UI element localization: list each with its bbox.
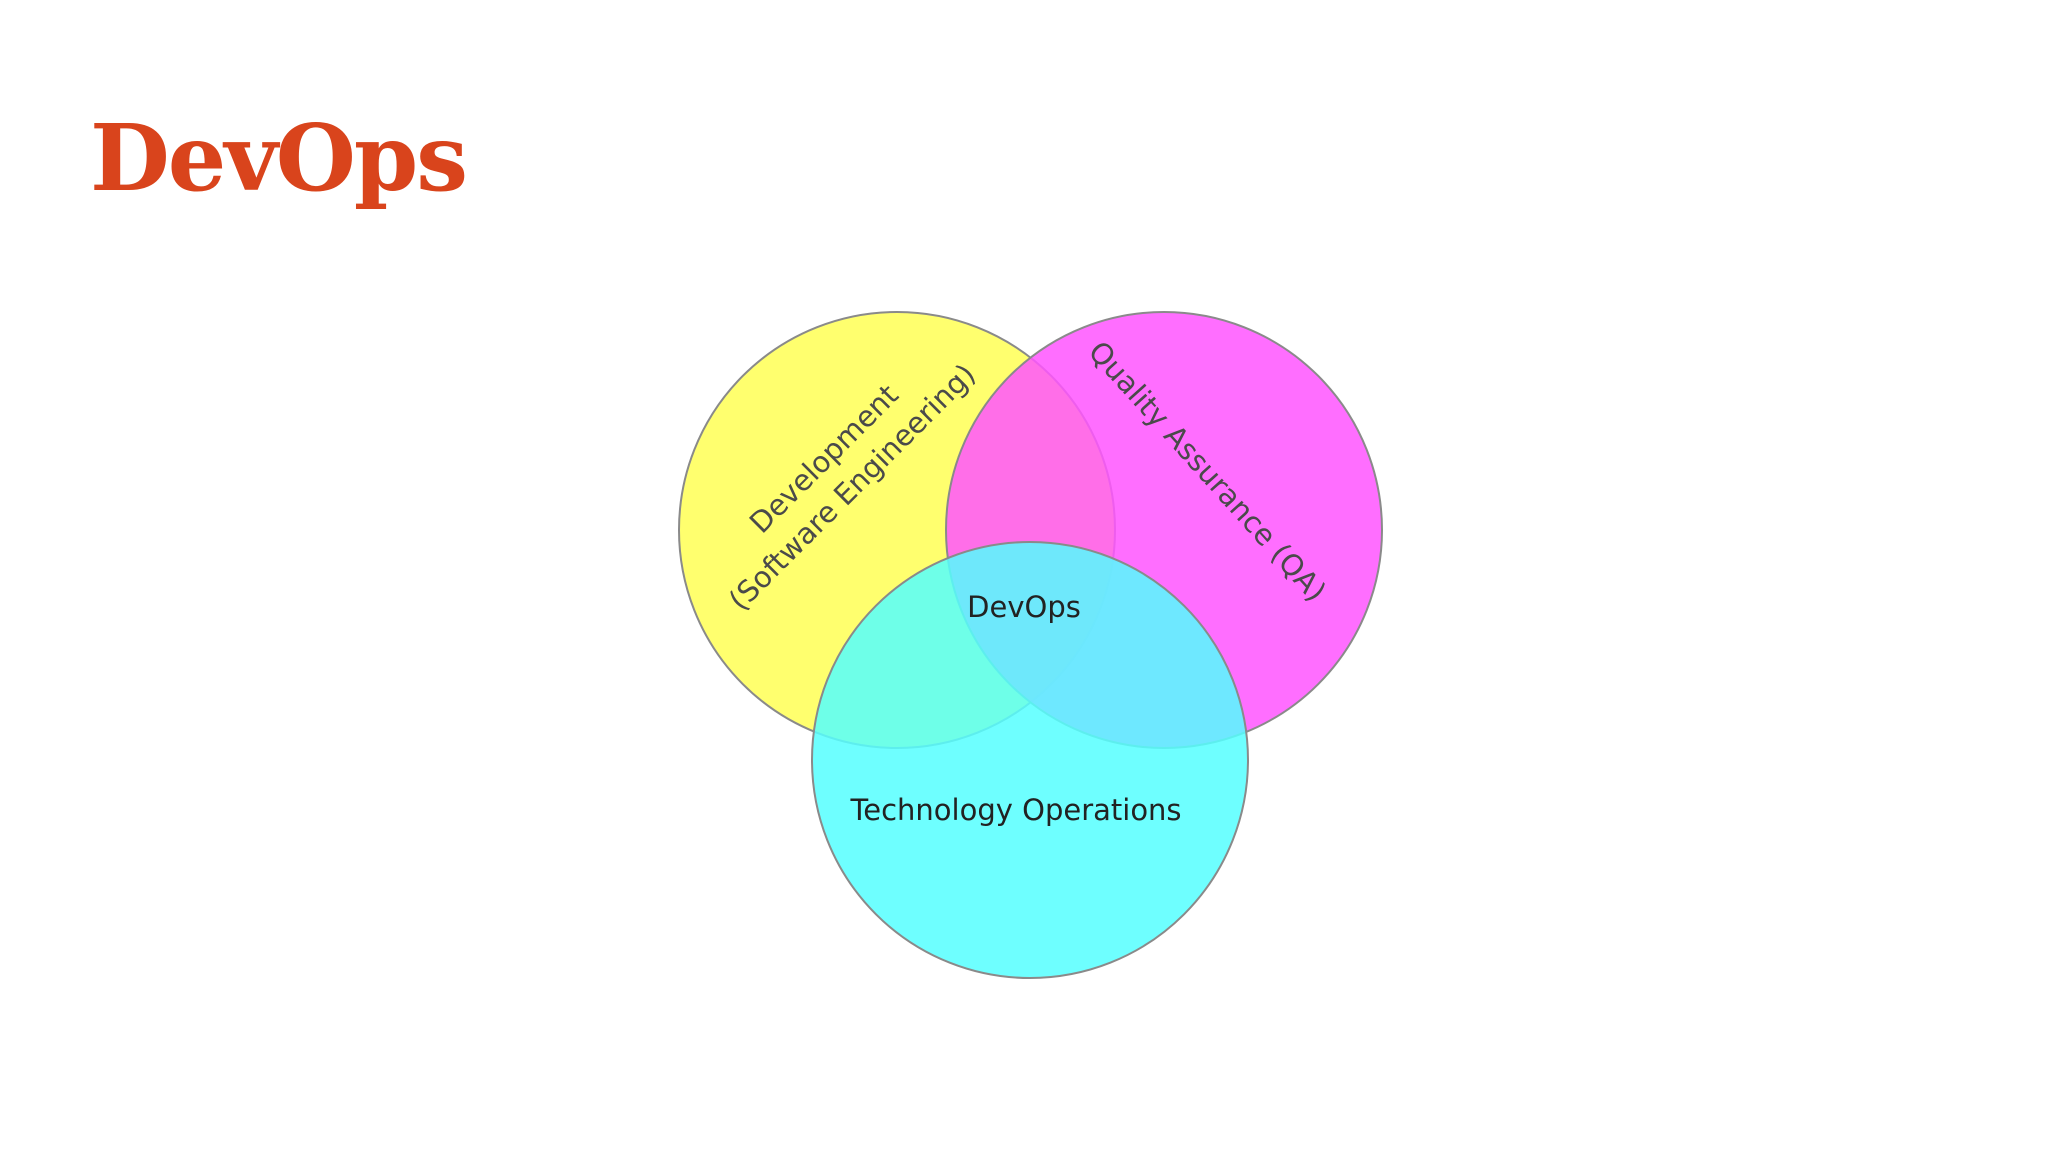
slide-title: DevOps: [90, 104, 468, 212]
devops-intersection-label: DevOps: [967, 590, 1081, 624]
technology-operations-label: Technology Operations: [849, 793, 1181, 827]
venn-circles: [678, 311, 1383, 979]
technology-operations-circle: [811, 541, 1249, 979]
